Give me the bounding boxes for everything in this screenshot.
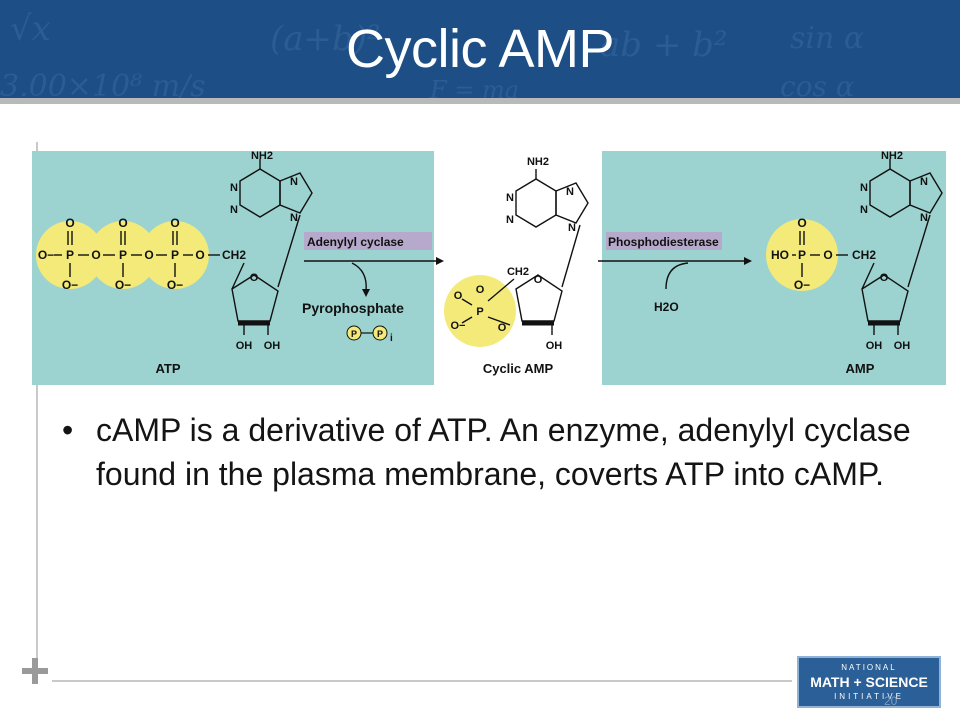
logo-line-3: INITIATIVE	[834, 692, 904, 701]
atom-label: NH2	[881, 151, 903, 162]
atp-camp-diagram: O− O P O− O O P O− O O P O− O CH2	[32, 151, 946, 385]
atom-label: O	[454, 290, 463, 302]
atom-label: O	[195, 248, 204, 262]
atom-label: O	[170, 216, 179, 230]
atom-label: OH	[264, 340, 281, 352]
atom-label: N	[506, 192, 514, 204]
logo-line-1: NATIONAL	[841, 663, 897, 672]
label-cyclic-amp: Cyclic AMP	[483, 361, 554, 376]
atom-label: P	[66, 248, 74, 262]
atom-label: N	[290, 176, 298, 188]
svg-text:sin α: sin α	[790, 21, 864, 56]
atom-label: O−	[794, 278, 810, 292]
plus-icon	[18, 654, 52, 688]
atom-label: O	[797, 216, 806, 230]
atom-label: N	[230, 204, 238, 216]
atom-label: O	[144, 248, 153, 262]
atom-label: P	[798, 248, 806, 262]
atom-label: P	[377, 329, 383, 339]
atom-label: N	[920, 212, 928, 224]
atom-label: O−	[451, 320, 466, 332]
atom-label: HO	[771, 248, 789, 262]
phosphate-circle	[36, 221, 104, 289]
logo-line-2: MATH + SCIENCE	[810, 674, 928, 690]
atom-label: NH2	[527, 156, 549, 168]
atom-label: O	[65, 216, 74, 230]
atom-label: O	[880, 272, 889, 284]
atom-label: O−	[38, 248, 54, 262]
atom-label: NH2	[251, 151, 273, 162]
phosphate-circle	[89, 221, 157, 289]
atom-label: P	[351, 329, 357, 339]
atom-label: OH	[894, 340, 911, 352]
svg-text:(a+b)²: (a+b)²	[270, 19, 381, 59]
atom-label: OH	[236, 340, 253, 352]
atom-label: P	[476, 306, 483, 318]
atom-label: P	[171, 248, 179, 262]
atom-label: N	[290, 212, 298, 224]
atom-label: OH	[546, 340, 563, 352]
atom-label: O−	[115, 278, 131, 292]
byproduct-label: Pyrophosphate	[302, 300, 404, 316]
atom-label: P	[119, 248, 127, 262]
atom-label: i	[390, 333, 393, 344]
atom-label: O	[534, 274, 543, 286]
label-amp: AMP	[846, 361, 875, 376]
atom-label: N	[860, 182, 868, 194]
atom-label: CH2	[507, 266, 529, 278]
svg-text:√x: √x	[10, 9, 51, 49]
phosphate-circle	[766, 219, 838, 291]
atom-label: N	[860, 204, 868, 216]
left-rule	[36, 142, 38, 662]
atom-label: O−	[167, 278, 183, 292]
atom-label: O	[823, 248, 832, 262]
water-label: H2O	[654, 300, 679, 314]
bullet-icon: •	[62, 412, 74, 448]
svg-text:ab + b²: ab + b²	[600, 25, 728, 65]
title-bar: √x 3.00×10⁸ m/s (a+b)² ab + b² sin α cos…	[0, 0, 960, 104]
enzyme-label-adenylyl-cyclase: Adenylyl cyclase	[307, 235, 404, 249]
atom-label: N	[920, 176, 928, 188]
label-atp: ATP	[155, 361, 180, 376]
bullet-point: • cAMP is a derivative of ATP. An enzyme…	[62, 408, 912, 496]
atom-label: O	[118, 216, 127, 230]
atom-label: OH	[866, 340, 883, 352]
atom-label: O	[91, 248, 100, 262]
svg-text:cos α: cos α	[780, 70, 855, 103]
atom-label: CH2	[222, 248, 246, 262]
page-number: 20	[884, 694, 898, 708]
slide-title: Cyclic AMP	[345, 19, 615, 79]
atom-label: O	[498, 322, 507, 334]
atom-label: N	[230, 182, 238, 194]
atom-label: N	[568, 222, 576, 234]
atom-label: O	[250, 272, 259, 284]
atom-label: CH2	[852, 248, 876, 262]
enzyme-box	[304, 232, 432, 250]
bottom-rule	[52, 680, 792, 682]
phosphate-circle	[141, 221, 209, 289]
atom-label: O−	[62, 278, 78, 292]
bullet-text: cAMP is a derivative of ATP. An enzyme, …	[96, 412, 911, 492]
atom-label: O	[476, 284, 485, 296]
enzyme-label-phosphodiesterase: Phosphodiesterase	[608, 235, 719, 249]
math-background-texture: √x 3.00×10⁸ m/s (a+b)² ab + b² sin α cos…	[0, 9, 864, 104]
atom-label: N	[566, 186, 574, 198]
enzyme-box	[606, 232, 722, 250]
nmsi-logo: NATIONAL MATH + SCIENCE INITIATIVE	[797, 656, 941, 708]
atom-label: N	[506, 214, 514, 226]
title-bar-underline	[0, 98, 960, 104]
